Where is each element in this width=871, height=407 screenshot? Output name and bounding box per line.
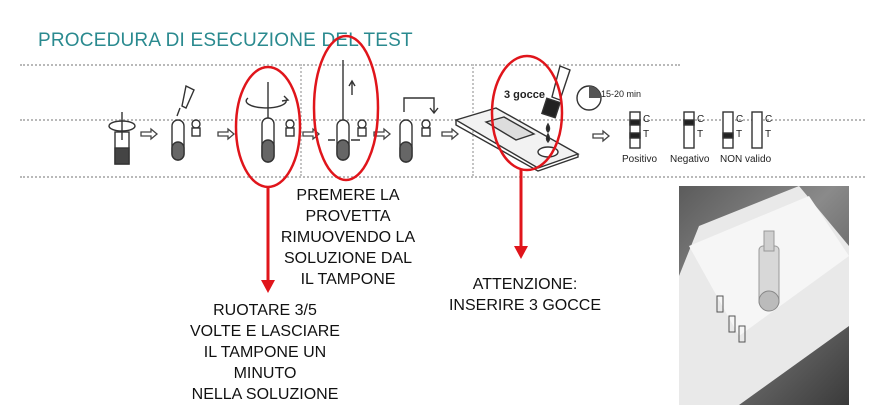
page-title: PROCEDURA DI ESECUZIONE DEL TEST xyxy=(38,30,413,51)
result-invalid-t: T xyxy=(736,129,743,140)
test-kit-photo-drawing xyxy=(679,186,849,405)
result-invalid2-t: T xyxy=(765,129,772,140)
note-rotate: RUOTARE 3/5 VOLTE E LASCIARE IL TAMPONE … xyxy=(190,302,340,403)
result-invalid-2-icon xyxy=(751,111,763,149)
arrow-right-icon xyxy=(592,129,611,143)
step-cap-icon xyxy=(399,97,439,163)
result-negative-icon xyxy=(683,111,695,149)
result-negative-t: T xyxy=(697,129,704,140)
step-dropper-icon xyxy=(171,84,201,161)
timer-icon xyxy=(576,85,602,111)
arrow-right-icon xyxy=(441,127,460,141)
arrow-right-icon xyxy=(217,127,236,141)
result-positive-c: C xyxy=(643,114,651,125)
result-negative-label: Negativo xyxy=(670,154,710,165)
guide-line-bottom xyxy=(20,176,865,178)
result-invalid-c: C xyxy=(736,114,744,125)
result-invalid-label: NON valido xyxy=(720,154,772,165)
result-invalid2-c: C xyxy=(765,114,773,125)
timer-label: 15-20 min xyxy=(601,89,642,99)
pointer-arrow-rotate xyxy=(261,186,275,293)
drops-label: 3 gocce xyxy=(504,89,545,101)
test-cassette-icon xyxy=(454,107,580,172)
step-rotate-icon xyxy=(245,82,295,163)
pointer-arrow-drops xyxy=(514,170,528,259)
dropper-bottle-icon xyxy=(540,65,571,143)
result-positive-t: T xyxy=(643,129,650,140)
highlight-press xyxy=(312,34,380,182)
highlight-drops xyxy=(490,54,564,172)
note-attention: ATTENZIONE: INSERIRE 3 GOCCE xyxy=(448,276,602,314)
result-negative-c: C xyxy=(697,114,705,125)
step-swab-icon xyxy=(108,112,136,165)
result-positive-icon xyxy=(629,111,641,149)
guide-line-top xyxy=(20,64,680,66)
note-press: PREMERE LA PROVETTA RIMUOVENDO LA SOLUZI… xyxy=(280,187,416,288)
result-positive-label: Positivo xyxy=(622,154,658,165)
step-press-icon xyxy=(328,60,367,161)
test-kit-photo xyxy=(679,186,849,405)
result-invalid-1-icon xyxy=(722,111,734,149)
arrow-right-icon xyxy=(140,127,159,141)
guide-line-mid xyxy=(20,119,865,121)
